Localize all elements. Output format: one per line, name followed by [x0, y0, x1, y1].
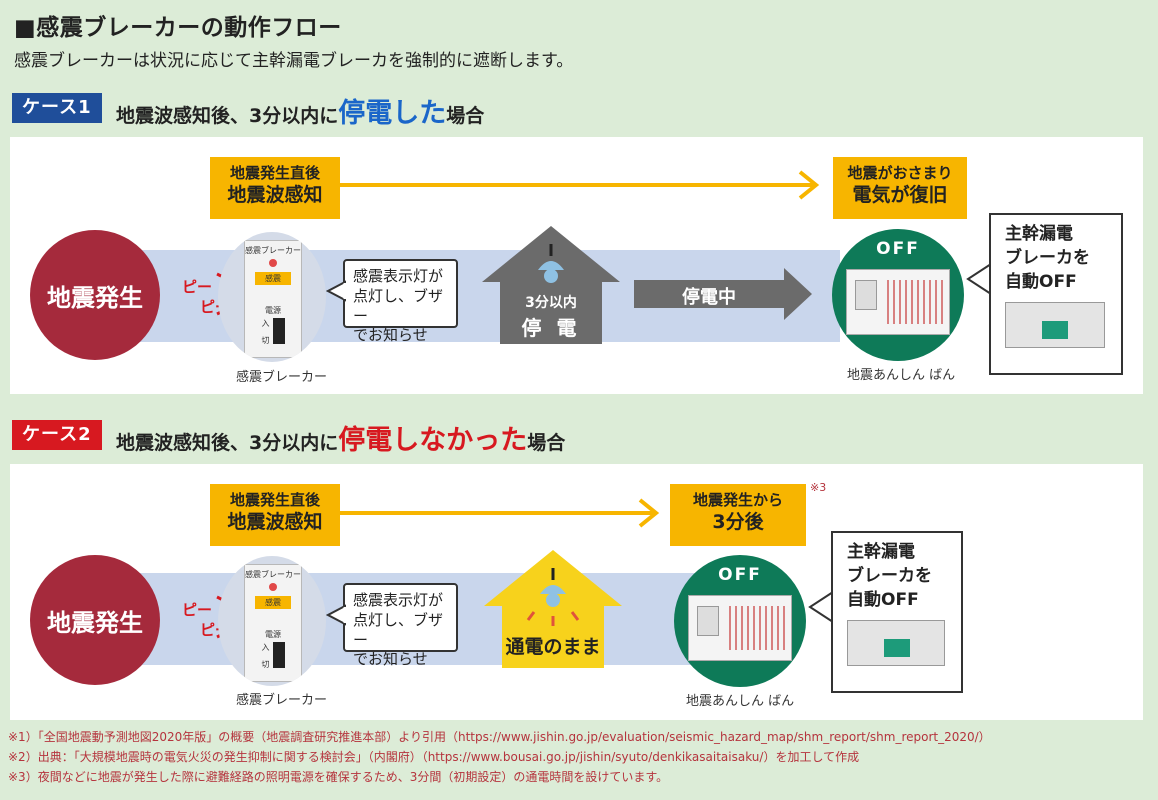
case1-box-detect: 地震発生直後 地震波感知 [210, 157, 340, 219]
case2-off-label: OFF [718, 565, 762, 585]
case1-house-text: 3分以内 停 電 [480, 292, 622, 341]
footnote-1: ※1）「全国地震動予測地図2020年版」の概要（地震調査研究推進本部）より引用（… [8, 730, 991, 744]
case2-distribution-board: OFF [674, 555, 806, 687]
case2-main-breaker-icon [697, 606, 719, 636]
case1-device-power-label: 電源 [265, 306, 281, 315]
case1-heading: 地震波感知後、3分以内に停電した場合 [116, 91, 484, 130]
case2-side-note: 主幹漏電 ブレーカを 自動OFF [831, 531, 963, 693]
case1-heading-pre: 地震波感知後、3分以内に [116, 105, 339, 127]
case1-house-icon [482, 226, 620, 344]
case1-device-led-icon [269, 259, 277, 267]
case2-box-detect: 地震発生直後 地震波感知 [210, 484, 340, 546]
footnote-2: ※2）出典：「大規模地震時の電気火災の発生抑制に関する検討会」（内閣府）（htt… [8, 750, 860, 764]
case1-bubble-line1: 感震表示灯が [353, 267, 444, 285]
case1-off-label: OFF [876, 239, 920, 259]
case1-distribution-board: OFF [832, 229, 964, 361]
case1-box-detect-line1: 地震発生直後 [229, 164, 320, 182]
case1-box-recover-line1: 地震がおさまり [847, 164, 953, 182]
case1-device-switch-icon [272, 318, 285, 344]
case1-branch-breakers-icon [887, 280, 945, 324]
case1-house-line1: 3分以内 [525, 295, 577, 311]
case2-breaker-photo [847, 620, 945, 667]
case1-board-face [846, 269, 950, 335]
footnote-3: ※3）夜間などに地震が発生した際に避難経路の照明電源を確保するため、3分間（初期… [8, 770, 669, 784]
case2-box-three-min: 地震発生から 3分後 [670, 484, 806, 546]
case2-side-line3: 自動OFF [847, 589, 919, 610]
case1-device-lamp: 感震 [255, 272, 291, 285]
case1-bubble-line2: 点灯し、ブザー [353, 286, 444, 325]
case2-breaker-handle-icon [884, 639, 910, 658]
case2-device-face: 感震ブレーカー 感震 電源 入 切 [244, 564, 302, 682]
case1-outage-label: 停電中 [682, 287, 736, 308]
case1-side-line1: 主幹漏電 [1005, 224, 1073, 244]
case1-beep-1: ピー [182, 278, 213, 296]
case1-device-caption: 感震ブレーカー [236, 370, 328, 385]
case2-device-in-label: 入 [261, 643, 270, 652]
case2-heading-emphasis: 停電しなかった [338, 425, 528, 456]
case2-house-text: 通電のまま [505, 636, 601, 658]
case1-side-note: 主幹漏電 ブレーカを 自動OFF [989, 213, 1123, 375]
case2-device-led-icon [269, 583, 277, 591]
case1-breaker-photo [1005, 302, 1105, 349]
case2-heading-post: 場合 [527, 432, 566, 454]
case1-device-off-label: 切 [261, 336, 270, 345]
case2-board-caption: 地震あんしん ばん [686, 694, 795, 709]
case2-side-line1: 主幹漏電 [847, 542, 915, 562]
case1-house-line2: 停 電 [521, 316, 581, 340]
case1-side-line2: ブレーカを [1005, 247, 1090, 268]
page-subtitle: 感震ブレーカーは状況に応じて主幹漏電ブレーカを強制的に遮断します。 [14, 51, 574, 71]
case2-quake-breaker-device: 感震ブレーカー 感震 電源 入 切 [218, 556, 326, 686]
case2-side-line2: ブレーカを [847, 565, 932, 586]
case1-timeline-arrow [330, 170, 820, 200]
case2-bubble-line1: 感震表示灯が [353, 591, 444, 609]
case1-quake-breaker-device: 感震ブレーカー 感震 電源 入 切 [218, 232, 326, 362]
case2-beep-1: ピー [182, 601, 213, 619]
case2-tag: ケース2 [12, 420, 102, 450]
case2-device-off-label: 切 [261, 660, 270, 669]
case2-device-power-label: 電源 [265, 630, 281, 639]
case1-bubble-tail [326, 280, 346, 302]
case2-device-switch-icon [272, 642, 285, 668]
case2-bubble-line2: 点灯し、ブザー [353, 610, 444, 649]
case1-box-detect-line2: 地震波感知 [227, 184, 323, 207]
case2-box-three-min-line2: 3分後 [712, 511, 764, 534]
page-title: ■感震ブレーカーの動作フロー [14, 15, 342, 41]
case2-timeline-arrow [330, 498, 660, 528]
case2-earthquake-circle: 地震発生 [30, 555, 160, 685]
case2-device-lamp: 感震 [255, 596, 291, 609]
case2-heading: 地震波感知後、3分以内に停電しなかった場合 [116, 418, 565, 457]
case1-side-line3: 自動OFF [1005, 271, 1077, 292]
case2-device-top-label: 感震ブレーカー [245, 570, 301, 579]
case1-box-recover-line2: 電気が復旧 [852, 184, 948, 207]
case1-tag: ケース1 [12, 93, 102, 123]
case1-heading-emphasis: 停電した [338, 98, 447, 129]
case1-box-recover: 地震がおさまり 電気が復旧 [833, 157, 967, 219]
case2-heading-pre: 地震波感知後、3分以内に [116, 432, 339, 454]
case1-outage-arrow [634, 268, 812, 320]
case1-breaker-handle-icon [1042, 321, 1068, 340]
case2-bubble-tail [326, 604, 346, 626]
case2-note-mark: ※3 [810, 481, 827, 494]
case2-box-detect-line2: 地震波感知 [227, 511, 323, 534]
case2-board-face [688, 595, 792, 661]
case2-box-detect-line1: 地震発生直後 [229, 491, 320, 509]
case1-main-breaker-icon [855, 280, 877, 310]
case2-bubble-line3: でお知らせ [353, 650, 428, 669]
case1-device-in-label: 入 [261, 319, 270, 328]
case1-device-face: 感震ブレーカー 感震 電源 入 切 [244, 240, 302, 358]
case1-heading-post: 場合 [446, 105, 485, 127]
case1-speech-bubble: 感震表示灯が 点灯し、ブザー でお知らせ [343, 259, 458, 344]
case2-box-three-min-line1: 地震発生から [692, 491, 783, 509]
case2-branch-breakers-icon [729, 606, 787, 650]
case2-house-icon [484, 550, 622, 668]
case1-device-top-label: 感震ブレーカー [245, 246, 301, 255]
case1-bubble-line3: でお知らせ [353, 326, 428, 345]
case2-speech-bubble: 感震表示灯が 点灯し、ブザー でお知らせ [343, 583, 458, 668]
case1-board-caption: 地震あんしん ばん [847, 368, 956, 383]
case1-earthquake-circle: 地震発生 [30, 230, 160, 360]
case2-device-caption: 感震ブレーカー [236, 693, 328, 708]
